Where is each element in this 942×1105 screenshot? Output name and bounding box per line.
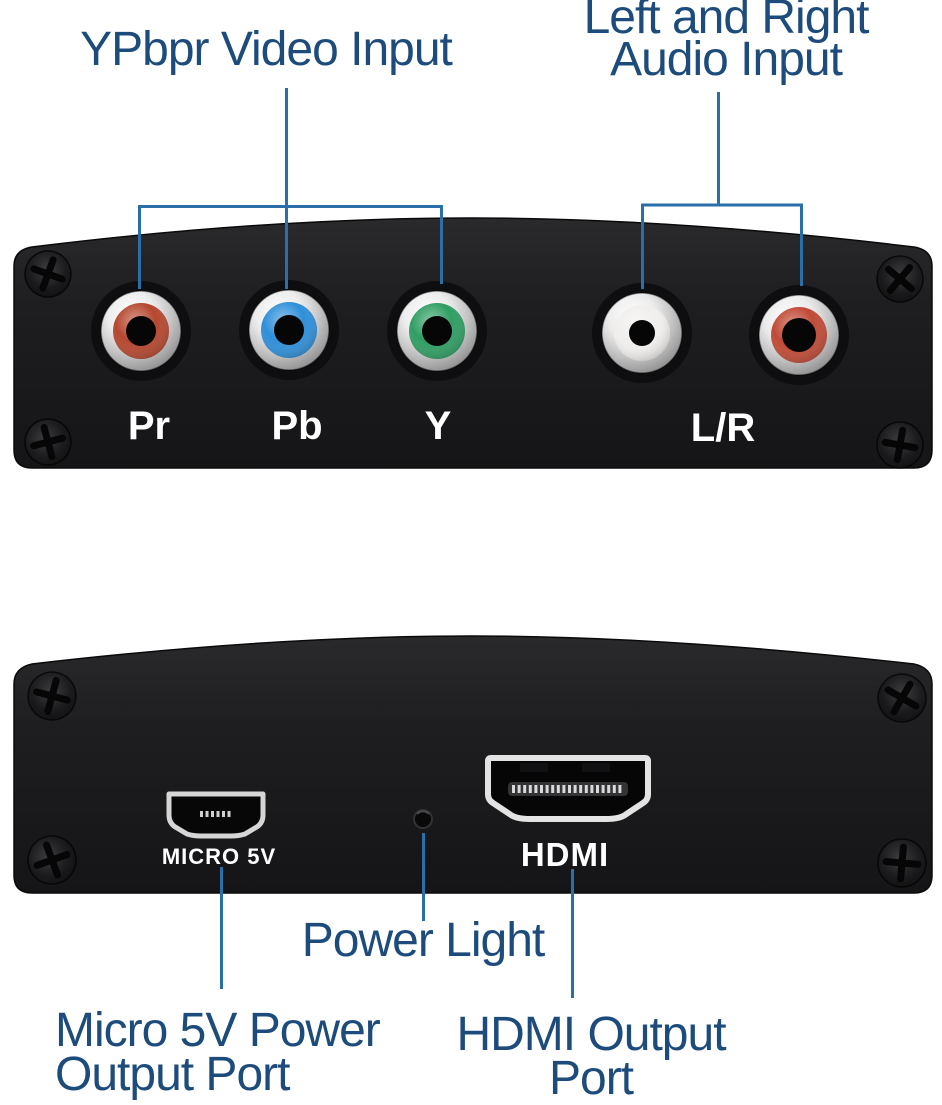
screw-icon — [877, 673, 927, 723]
power-light — [413, 809, 433, 829]
audio-leader-bracket — [641, 203, 803, 289]
port-label-hdmi: HDMI — [521, 836, 609, 873]
annotation-micro-line2: Output Port — [55, 1048, 290, 1101]
port-label-lr: L/R — [691, 406, 756, 450]
annotation-ypbpr-video-input: YPbpr Video Input — [80, 23, 453, 76]
rca-jack-y — [387, 281, 487, 381]
micro-usb-port — [166, 791, 266, 839]
annotation-hdmi-line2: Port — [548, 1052, 634, 1105]
screw-icon — [24, 250, 72, 298]
bottom-device-panel: MICRO 5V HDMI — [13, 635, 933, 894]
screw-icon — [24, 418, 72, 466]
port-label-micro-5v: MICRO 5V — [162, 844, 276, 869]
rca-jack-audio-left — [592, 283, 692, 383]
annotation-hdmi-output-port: HDMI Output Port — [448, 1008, 734, 1105]
annotation-micro-line1: Micro 5V Power — [55, 1004, 381, 1057]
hdmi-port — [485, 755, 651, 822]
rca-jack-pb — [239, 280, 339, 380]
port-label-y: Y — [425, 404, 452, 448]
rca-jack-audio-right — [749, 285, 849, 385]
annotation-hdmi-line1: HDMI Output — [456, 1008, 726, 1061]
annotation-lines — [138, 88, 803, 998]
annotation-audio-input: Left and Right Audio Input — [540, 0, 912, 86]
screw-icon — [27, 835, 77, 885]
screw-icon — [876, 255, 924, 303]
screw-icon — [876, 421, 924, 469]
annotation-audio-input-line1: Left and Right — [583, 0, 870, 44]
rca-jack-pr — [91, 281, 191, 381]
bottom-device-body — [13, 635, 933, 894]
port-label-pb: Pb — [271, 404, 322, 448]
annotation-power-light: Power Light — [301, 914, 545, 967]
screw-icon — [877, 838, 927, 888]
port-label-pr: Pr — [128, 404, 170, 448]
ypbpr-leader-bracket — [138, 205, 443, 289]
top-device-panel: Pr Pb Y L/R — [13, 217, 933, 469]
annotation-micro-5v-power-output-port: Micro 5V Power Output Port — [55, 1004, 455, 1101]
annotation-audio-input-line2: Audio Input — [610, 33, 843, 86]
screw-icon — [27, 671, 77, 721]
